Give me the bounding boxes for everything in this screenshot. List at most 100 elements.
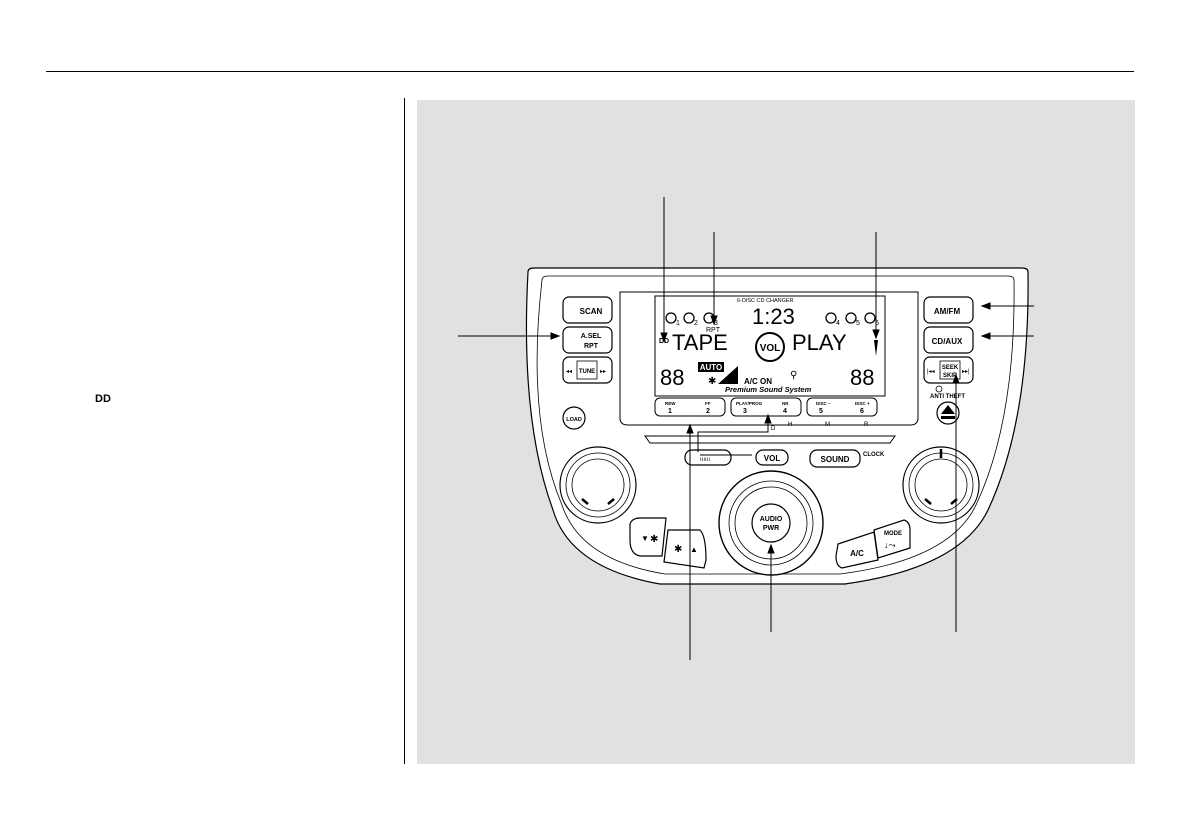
right-temp-knob-inner: [914, 458, 968, 512]
preset-4-num[interactable]: 4: [783, 408, 787, 415]
audio-pwr-button[interactable]: [751, 503, 791, 543]
cdaux-button[interactable]: [923, 326, 974, 354]
fan-down-icon: ✱: [650, 534, 658, 545]
load-button[interactable]: [562, 406, 586, 430]
clock-label: CLOCK: [863, 452, 885, 458]
top-rule: [46, 71, 1134, 72]
preset-group-3: [806, 397, 878, 417]
disc-number-5: 5: [856, 320, 860, 327]
main-left-text: TAPE: [672, 330, 728, 355]
seek-inner: [939, 360, 961, 380]
pwr-label: PWR: [763, 525, 779, 532]
vol-button-label: VOL: [764, 454, 781, 463]
skip-label: SKIP: [943, 373, 957, 379]
sound-label: SOUND: [821, 455, 850, 464]
tune-label: TUNE: [579, 369, 595, 375]
cd-slot: [644, 435, 896, 444]
seek-right-arrows: ▸▸|: [962, 369, 970, 375]
preset-1-num[interactable]: 1: [668, 408, 672, 415]
auto-badge: AUTO: [700, 363, 723, 372]
airflow-icon: ⚲: [790, 370, 797, 381]
clock-m-label: M: [825, 422, 830, 428]
vol-badge: VOL: [760, 343, 781, 354]
disc-number-1: 1: [676, 320, 680, 327]
disc-icon-6: [864, 312, 876, 324]
disc-number-2: 2: [694, 320, 698, 327]
load-label: LOAD: [566, 417, 582, 423]
disc-icon-5: [845, 312, 857, 324]
rpt-indicator: RPT: [706, 327, 721, 334]
temp-left: 88: [660, 365, 684, 390]
callout-lines: [458, 197, 1034, 660]
audio-label: AUDIO: [760, 516, 783, 523]
preset-group-2: [730, 397, 802, 417]
fan-speed-bars: [718, 366, 738, 384]
ac-label: A/C: [850, 549, 864, 558]
fan-up-button[interactable]: [663, 529, 707, 569]
scan-label: SCAN: [580, 307, 603, 316]
mode-button[interactable]: [873, 519, 911, 559]
sound-button[interactable]: [809, 449, 861, 468]
left-temp-knob-ring: [565, 452, 631, 518]
auto-badge-box: [698, 362, 724, 372]
asel-rpt-button[interactable]: [562, 326, 613, 354]
fan-down-arrow: ▼: [641, 534, 649, 543]
rpt-label: RPT: [584, 343, 599, 350]
ac-on-text: A/C ON: [744, 377, 772, 386]
disc-number-6: 6: [875, 320, 879, 327]
changer-title: 6-DISC CD CHANGER: [737, 298, 794, 304]
bass-treble-ticks: ıııııı: [700, 457, 710, 463]
right-temp-knob-outer[interactable]: [902, 446, 980, 524]
fan-up-arrow: ▲: [690, 545, 698, 554]
disc-icon-2: [683, 312, 695, 324]
preset-6-num[interactable]: 6: [860, 408, 864, 415]
seek-label: SEEK: [942, 365, 959, 371]
preset-3-top[interactable]: PLAY/PROG: [736, 401, 763, 406]
tune-left-arrows: ◂◂: [566, 369, 572, 375]
cdaux-label: CD/AUX: [932, 337, 963, 346]
disc-icon-1: [665, 312, 677, 324]
level-marker: [874, 340, 878, 356]
scan-button[interactable]: [562, 296, 613, 324]
preset-2-num[interactable]: 2: [706, 408, 710, 415]
temp-right: 88: [850, 365, 874, 390]
eject-icon: [941, 405, 955, 419]
fan-up-icon: ✱: [674, 544, 682, 555]
vol-badge-ring: [755, 332, 785, 362]
preset-5-num[interactable]: 5: [819, 408, 823, 415]
column-rule: [404, 98, 405, 764]
ac-button[interactable]: [835, 531, 879, 569]
asel-label: A.SEL: [581, 333, 602, 340]
amfm-label: AM/FM: [934, 307, 961, 316]
vol-button[interactable]: [755, 449, 789, 466]
display-time: 1:23: [752, 304, 795, 329]
clock-d-label: D: [771, 426, 776, 432]
disc-icon-4: [825, 312, 837, 324]
seek-left-arrows: |◂◂: [927, 369, 935, 375]
preset-6-top[interactable]: DISC +: [855, 401, 870, 406]
preset-5-top[interactable]: DISC −: [816, 401, 831, 406]
tune-right-arrows: ▸▸: [600, 369, 606, 375]
preset-1-top[interactable]: REW: [665, 401, 676, 406]
preset-3-num[interactable]: 3: [743, 408, 747, 415]
preset-2-top[interactable]: FF: [705, 401, 711, 406]
amfm-button[interactable]: [923, 296, 974, 324]
clock-r-label: R: [864, 422, 869, 428]
mode-label: MODE: [884, 531, 902, 537]
brand-text: Premium Sound System: [725, 385, 812, 394]
preset-group-1: [654, 397, 726, 417]
bass-treble-control[interactable]: [684, 449, 732, 466]
left-temp-knob-outer[interactable]: [559, 446, 637, 524]
anti-theft-led: [935, 385, 943, 393]
disc-number-4: 4: [836, 320, 840, 327]
dolby-symbol: DD: [95, 393, 111, 405]
disc-number-3: 3: [714, 320, 718, 327]
fan-down-button[interactable]: [629, 517, 667, 557]
fan-icon-display: ✱: [708, 376, 716, 387]
preset-4-top[interactable]: NR: [782, 401, 789, 406]
anti-theft-label: ANTI THEFT: [930, 394, 965, 400]
clock-h-label: H: [788, 422, 792, 428]
left-knob-pointer: [581, 498, 615, 505]
mode-airflow-icon: ↓⤳: [884, 540, 896, 550]
